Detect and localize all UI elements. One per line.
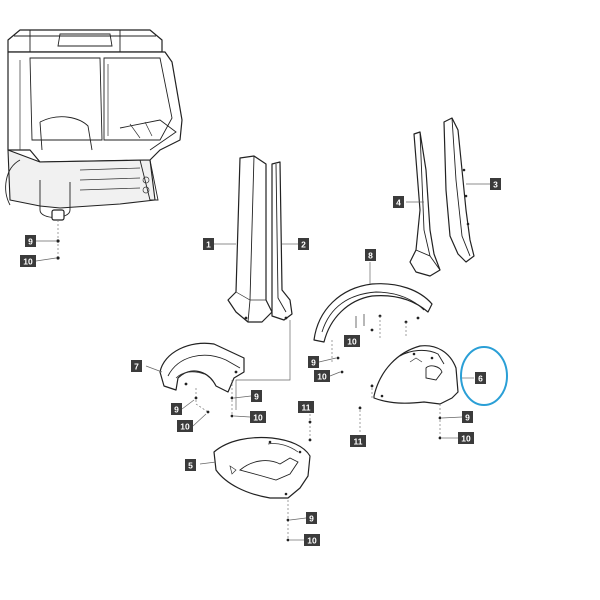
svg-text:1: 1	[206, 240, 211, 250]
callout-7: 7	[131, 360, 142, 372]
fastener-dot	[438, 416, 442, 420]
svg-text:10: 10	[23, 257, 33, 267]
callout-10-arch: 10	[177, 413, 207, 432]
tractor-cab-illustration	[5, 29, 183, 221]
callout-6: 6	[475, 372, 486, 384]
part-1-pillar-cover	[227, 155, 273, 323]
fastener-dot	[286, 518, 290, 522]
svg-text:10: 10	[307, 536, 317, 546]
fastener-dot	[56, 239, 60, 243]
callout-9-step: 9	[441, 411, 473, 423]
leader-7	[145, 365, 163, 373]
svg-text:10: 10	[317, 372, 327, 382]
svg-text:9: 9	[465, 413, 470, 423]
highlight-circle-part-6	[460, 346, 508, 406]
callout-9-fender: 9	[308, 356, 337, 368]
callout-9-lower: 9	[289, 512, 317, 524]
svg-text:10: 10	[347, 337, 357, 347]
fastener-dot	[230, 414, 234, 418]
callout-8: 8	[365, 249, 376, 261]
fastener-dot	[438, 436, 442, 440]
callout-2: 2	[298, 238, 309, 250]
callout-9-cab: 9	[25, 235, 56, 247]
fastener-dot	[358, 406, 362, 410]
svg-text:9: 9	[311, 358, 316, 368]
callout-5: 5	[185, 459, 196, 471]
fastener-dot	[370, 384, 374, 388]
callout-1: 1	[203, 238, 214, 250]
fastener-dot	[230, 396, 234, 400]
callout-10-lower: 10	[290, 534, 320, 546]
svg-text:7: 7	[134, 362, 139, 372]
callout-3: 3	[490, 178, 501, 190]
svg-text:4: 4	[396, 198, 401, 208]
fastener-dot	[206, 410, 210, 414]
fastener-dot	[308, 438, 312, 442]
svg-text:2: 2	[301, 240, 306, 250]
part-8-rear-fender	[313, 283, 433, 343]
svg-text:10: 10	[180, 422, 190, 432]
callout-10-fender: 10	[344, 335, 360, 347]
part-5-lower-step-cover	[213, 436, 311, 499]
callout-10-step: 10	[442, 432, 474, 444]
fastener-dot	[308, 420, 312, 424]
callout-4: 4	[393, 196, 404, 208]
fastener-dot	[56, 256, 60, 260]
callout-10-cab: 10	[20, 255, 57, 267]
callout-11-lower: 11	[298, 401, 314, 413]
svg-text:9: 9	[309, 514, 314, 524]
part-4-upper-pillar	[409, 131, 441, 277]
leader-8-fasteners	[331, 316, 407, 362]
fastener-dot	[286, 538, 290, 542]
callout-9-arch: 9	[171, 399, 195, 415]
svg-text:3: 3	[493, 180, 498, 190]
fastener-dot	[340, 370, 344, 374]
svg-text:6: 6	[478, 374, 483, 384]
svg-text:5: 5	[188, 461, 193, 471]
fastener-dot	[370, 328, 374, 332]
svg-text:11: 11	[302, 403, 311, 413]
fastener-dot	[336, 356, 340, 360]
part-3-side-strip	[443, 117, 475, 263]
callout-10-pillar: 10	[233, 411, 266, 423]
leader-6-fasteners	[359, 384, 441, 440]
svg-text:8: 8	[368, 251, 373, 261]
svg-text:9: 9	[174, 405, 179, 415]
callout-9-pillar: 9	[233, 390, 262, 402]
svg-text:9: 9	[254, 392, 259, 402]
fastener-dot	[194, 396, 198, 400]
part-7-wheel-arch	[159, 342, 245, 393]
svg-text:9: 9	[28, 237, 33, 247]
svg-text:11: 11	[354, 437, 363, 447]
part-6-step-cover	[373, 345, 459, 405]
callout-10-fender-lower: 10	[314, 370, 341, 382]
leader-2-down	[235, 320, 291, 410]
part-2-trim-strip	[271, 161, 293, 321]
svg-text:10: 10	[461, 434, 471, 444]
leader-5	[199, 461, 217, 465]
svg-text:10: 10	[253, 413, 263, 423]
callout-11-step: 11	[350, 435, 366, 447]
